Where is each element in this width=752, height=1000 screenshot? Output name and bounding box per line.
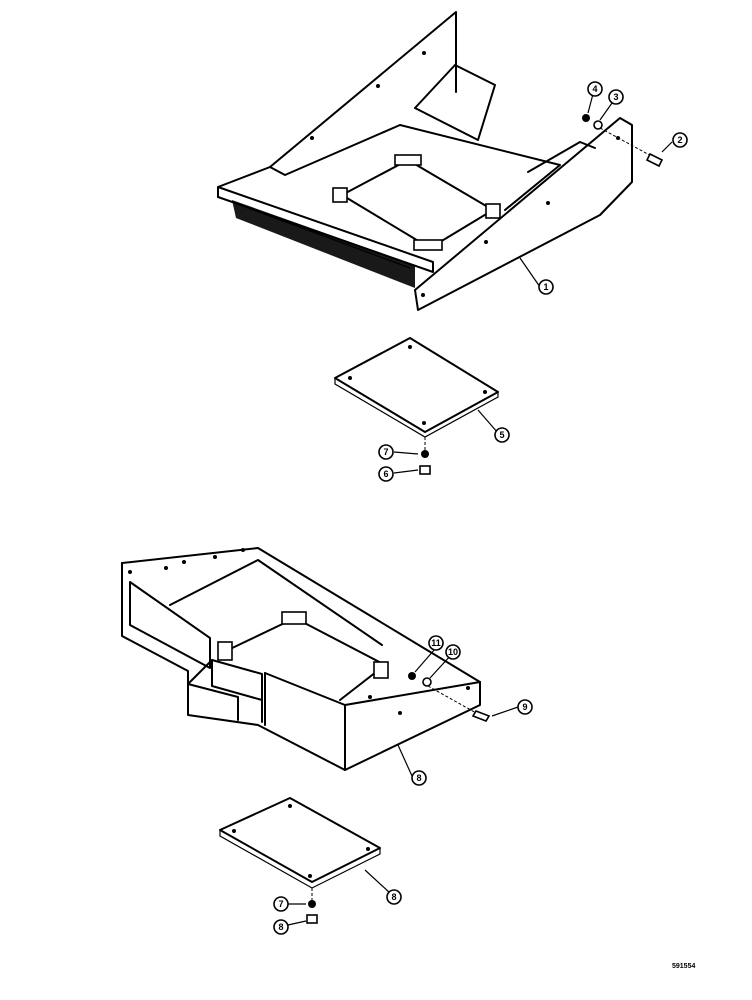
svg-text:3: 3 [613,92,618,102]
washer-icon [308,900,316,908]
washer-icon [422,677,432,687]
bolt-icon [306,914,318,924]
callout-6: 6 [378,466,394,482]
svg-text:4: 4 [592,84,597,94]
drawing-number: 591554 [672,963,695,970]
mount-clip-bottom [413,239,443,251]
callout-3: 3 [608,89,624,105]
lower-shield-assembly [121,547,519,777]
nut-icon [582,114,590,122]
callout-10: 10 [445,644,461,660]
svg-text:2: 2 [677,135,682,145]
mount-clip-right [485,203,501,219]
upper-shield-assembly [217,11,673,311]
callout-lower-6: 8 [273,919,289,935]
svg-text:9: 9 [522,702,527,712]
bolt-icon [419,465,431,475]
lower-cover-plate [219,797,391,926]
callout-11: 11 [428,635,444,651]
callout-4: 4 [587,81,603,97]
callout-lower-plate: 8 [386,889,402,905]
washer-icon [421,450,429,458]
svg-text:10: 10 [448,647,458,657]
callout-9: 9 [517,699,533,715]
svg-text:7: 7 [278,899,283,909]
svg-text:8: 8 [391,892,396,902]
mount-clip-top [394,154,422,166]
callout-8: 8 [411,770,427,786]
svg-text:5: 5 [499,430,504,440]
svg-text:8: 8 [416,773,421,783]
bolt-icon [471,710,491,722]
mount-clip-right [373,661,389,679]
mount-clip-left [217,641,233,661]
svg-text:7: 7 [383,447,388,457]
nut-icon [408,672,416,680]
svg-text:8: 8 [278,922,283,932]
callout-5: 5 [494,427,510,443]
svg-text:6: 6 [383,469,388,479]
svg-text:11: 11 [431,638,441,648]
callout-1: 1 [538,279,554,295]
callout-2: 2 [672,132,688,148]
svg-text:1: 1 [543,282,548,292]
washer-icon [593,120,603,130]
upper-cover-plate [334,337,499,475]
mount-clip-top [281,611,307,625]
bolt-icon [645,152,664,168]
callout-lower-7: 7 [273,896,289,912]
callout-7: 7 [378,444,394,460]
mount-clip-left [332,187,348,203]
